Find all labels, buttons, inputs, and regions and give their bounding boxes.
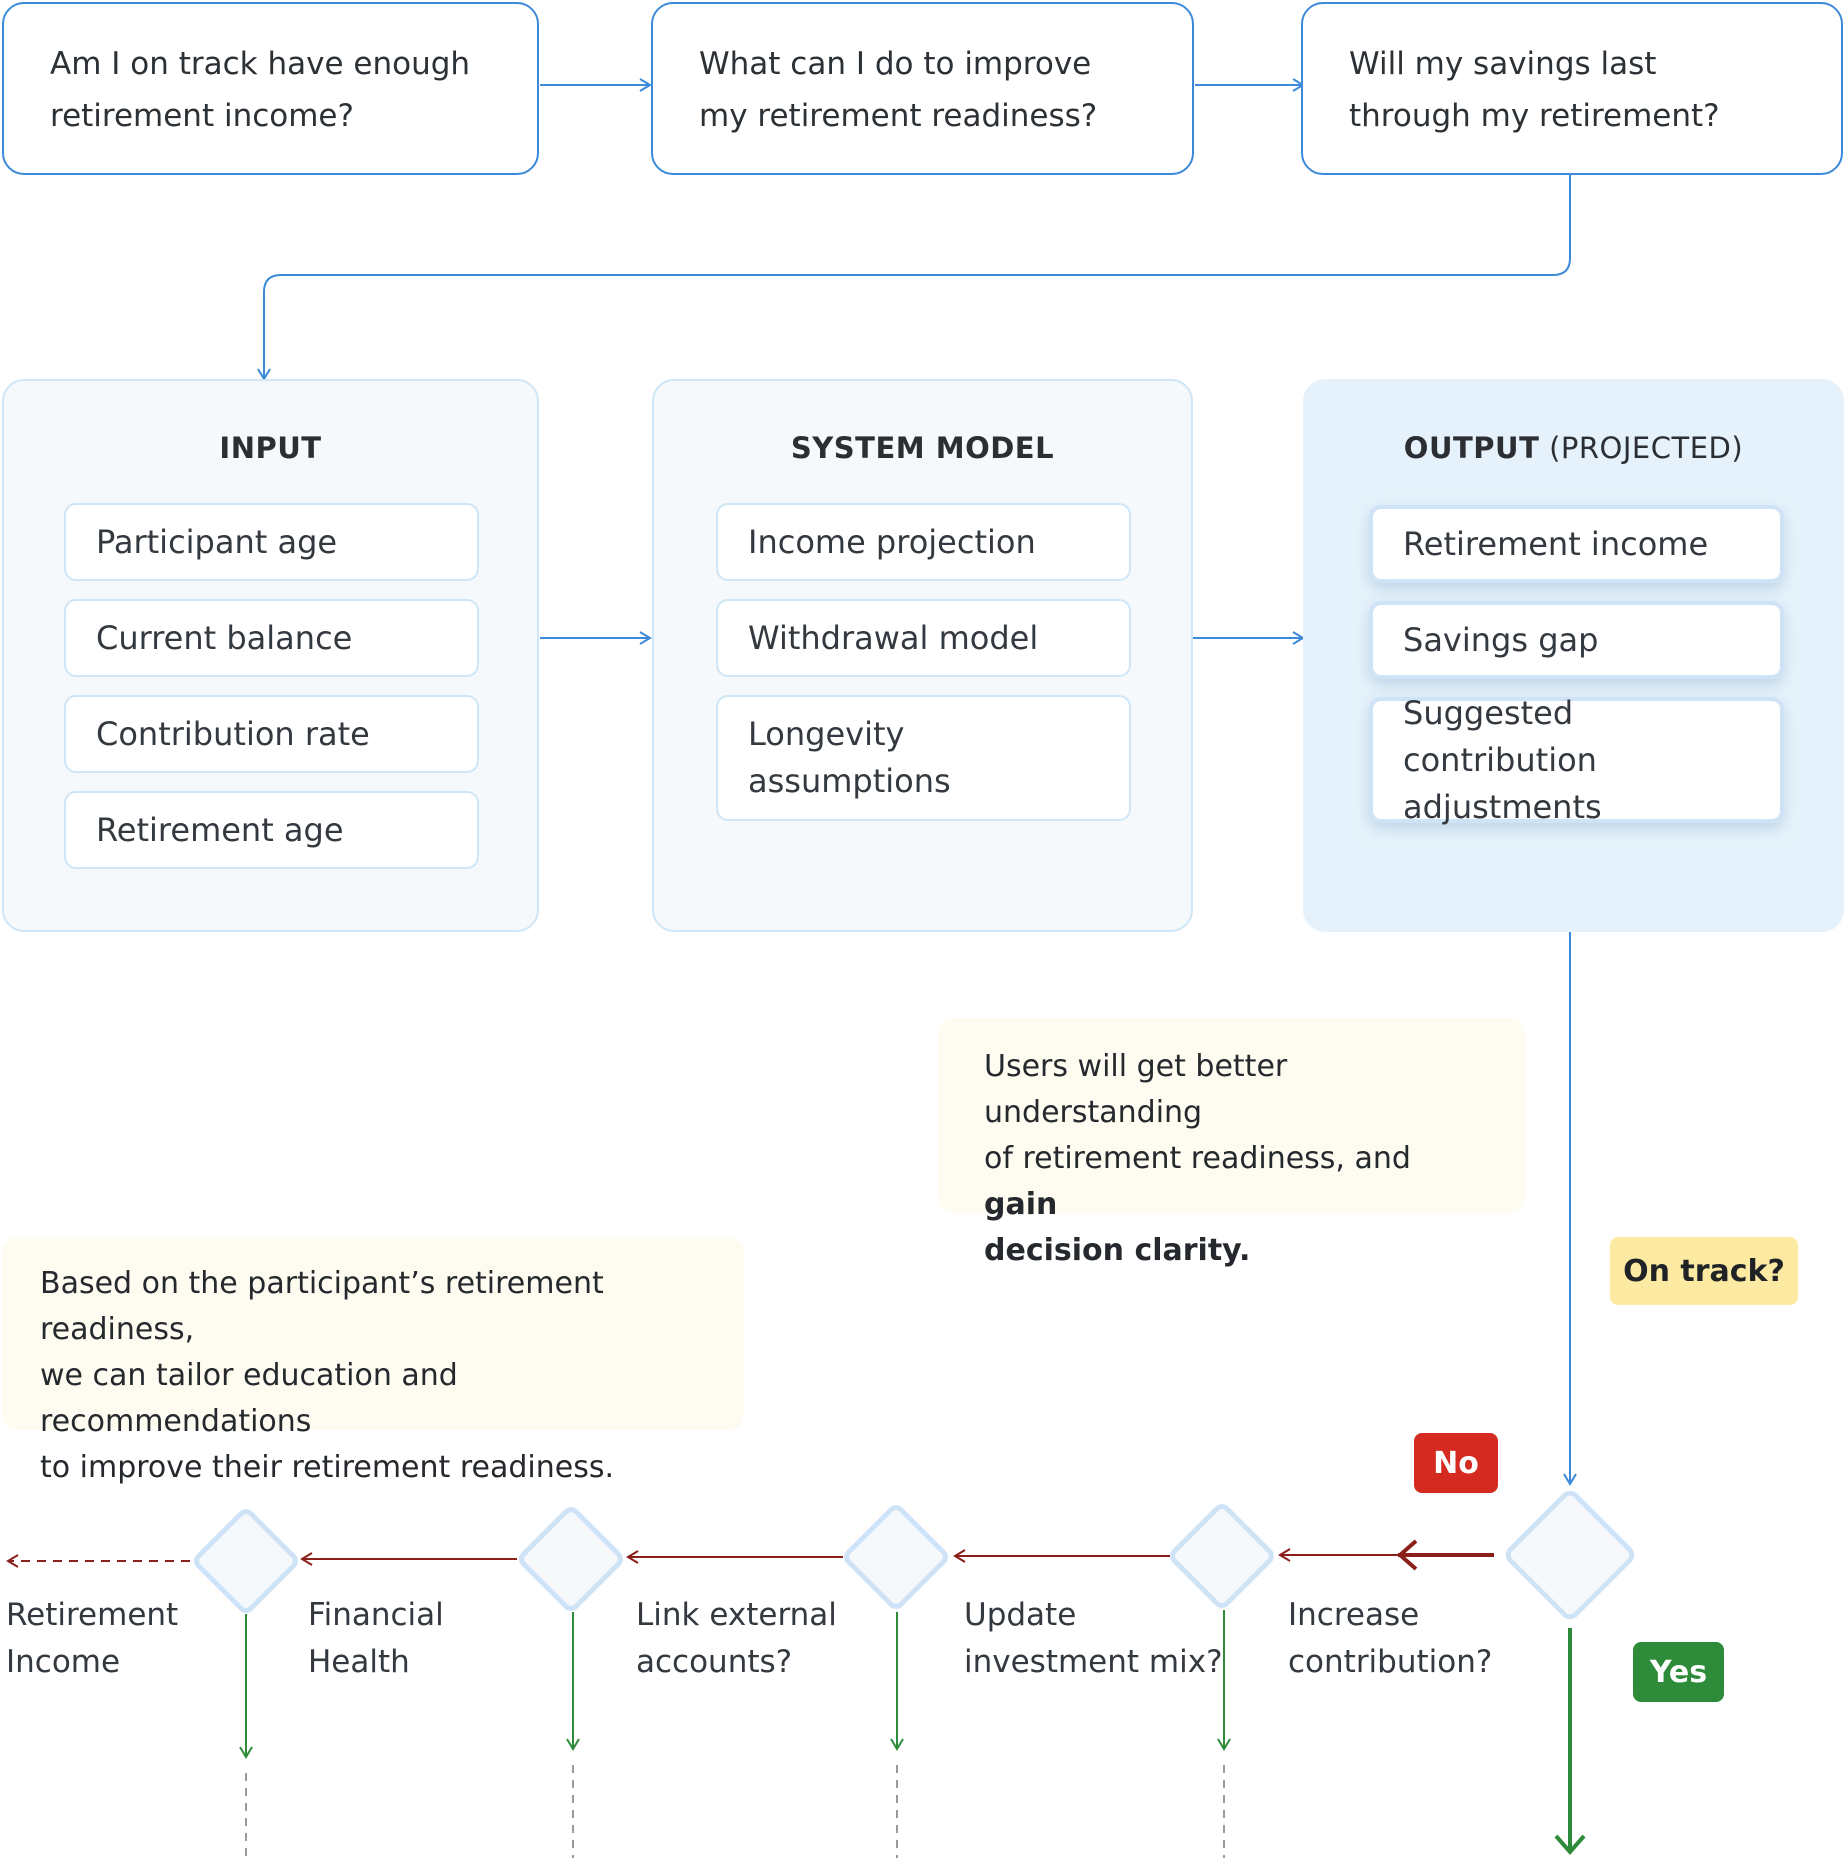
system-model-panel: SYSTEM MODEL Income projection Withdrawa… [652,379,1193,932]
label-line: Update [964,1597,1077,1633]
label-line: Increase [1288,1597,1420,1633]
label-line: Income [6,1644,121,1680]
input-item-balance: Current balance [64,599,479,677]
output-panel: OUTPUT (PROJECTED) Retirement income Sav… [1303,379,1844,932]
question-line: my retirement readiness? [699,98,1098,134]
decision-label-financial-health: Financial Health [308,1592,444,1686]
question-line: through my retirement? [1349,98,1720,134]
item-line: assumptions [748,762,951,800]
system-item-longevity: Longevity assumptions [716,695,1131,821]
output-panel-title: OUTPUT (PROJECTED) [1305,431,1842,465]
decision-diamond-contribution [1170,1504,1274,1608]
decision-diamond-investment [844,1505,948,1609]
item-line: Longevity [748,715,905,753]
decision-label-retirement-income: Retirement Income [6,1592,178,1686]
question-line: What can I do to improve [699,46,1092,82]
note-tailor: Based on the participant’s retirement re… [2,1237,744,1485]
output-title-light: (PROJECTED) [1539,431,1744,465]
label-line: Retirement [6,1597,179,1633]
question-box-savings: Will my savings last through my retireme… [1301,2,1843,175]
question-line: Am I on track have enough [50,46,471,82]
system-item-income-projection: Income projection [716,503,1131,581]
input-panel: INPUT Participant age Current balance Co… [2,379,539,932]
decision-label-accounts: Link external accounts? [636,1592,837,1686]
arrow-q3-input [257,175,1571,381]
note-line: Users will get better understanding [984,1049,1288,1130]
decision-label-contribution: Increase contribution? [1288,1592,1492,1686]
question-line: retirement income? [50,98,354,134]
system-item-withdrawal-model: Withdrawal model [716,599,1131,677]
system-model-panel-title: SYSTEM MODEL [790,431,1055,465]
item-line: Suggested contribution [1403,693,1597,779]
question-line: Will my savings last [1349,46,1657,82]
input-item-age: Participant age [64,503,479,581]
input-item-contribution-rate: Contribution rate [64,695,479,773]
input-panel-title: INPUT [219,431,322,465]
note-bold: decision clarity. [984,1233,1251,1268]
decision-diamond-on-track [1505,1490,1635,1620]
note-understanding: Users will get better understanding of r… [938,1018,1525,1268]
note-line: Based on the participant’s retirement re… [40,1266,604,1347]
output-item-suggested-adjustments: Suggested contribution adjustments [1369,694,1784,826]
note-line: decision clarity. [984,1228,1479,1274]
no-badge: No [1414,1433,1498,1493]
decision-diamond-accounts [519,1507,623,1611]
note-bold: gain [984,1187,1058,1222]
label-line: accounts? [636,1644,793,1680]
label-line: investment mix? [964,1644,1223,1680]
arrow-no-head [1396,1539,1418,1571]
question-box-income: Am I on track have enough retirement inc… [2,2,539,175]
yes-badge: Yes [1633,1642,1724,1702]
decision-label-investment: Update investment mix? [964,1592,1223,1686]
label-line: Link external [636,1597,837,1633]
item-line: adjustments [1403,787,1602,826]
input-item-retirement-age: Retirement age [64,791,479,869]
output-item-savings-gap: Savings gap [1369,601,1784,679]
question-box-improve: What can I do to improve my retirement r… [651,2,1194,175]
note-text: of retirement readiness, and [984,1141,1411,1176]
on-track-badge: On track? [1610,1237,1798,1305]
note-line: of retirement readiness, and gain [984,1136,1479,1228]
label-line: contribution? [1288,1644,1493,1680]
note-line: to improve their retirement readiness. [40,1450,614,1485]
output-item-retirement-income: Retirement income [1369,505,1784,583]
decision-diamond-health [194,1509,298,1613]
note-line: we can tailor education and recommendati… [40,1358,458,1439]
label-line: Financial [308,1597,444,1633]
label-line: Health [308,1644,410,1680]
output-title-bold: OUTPUT [1403,431,1540,465]
